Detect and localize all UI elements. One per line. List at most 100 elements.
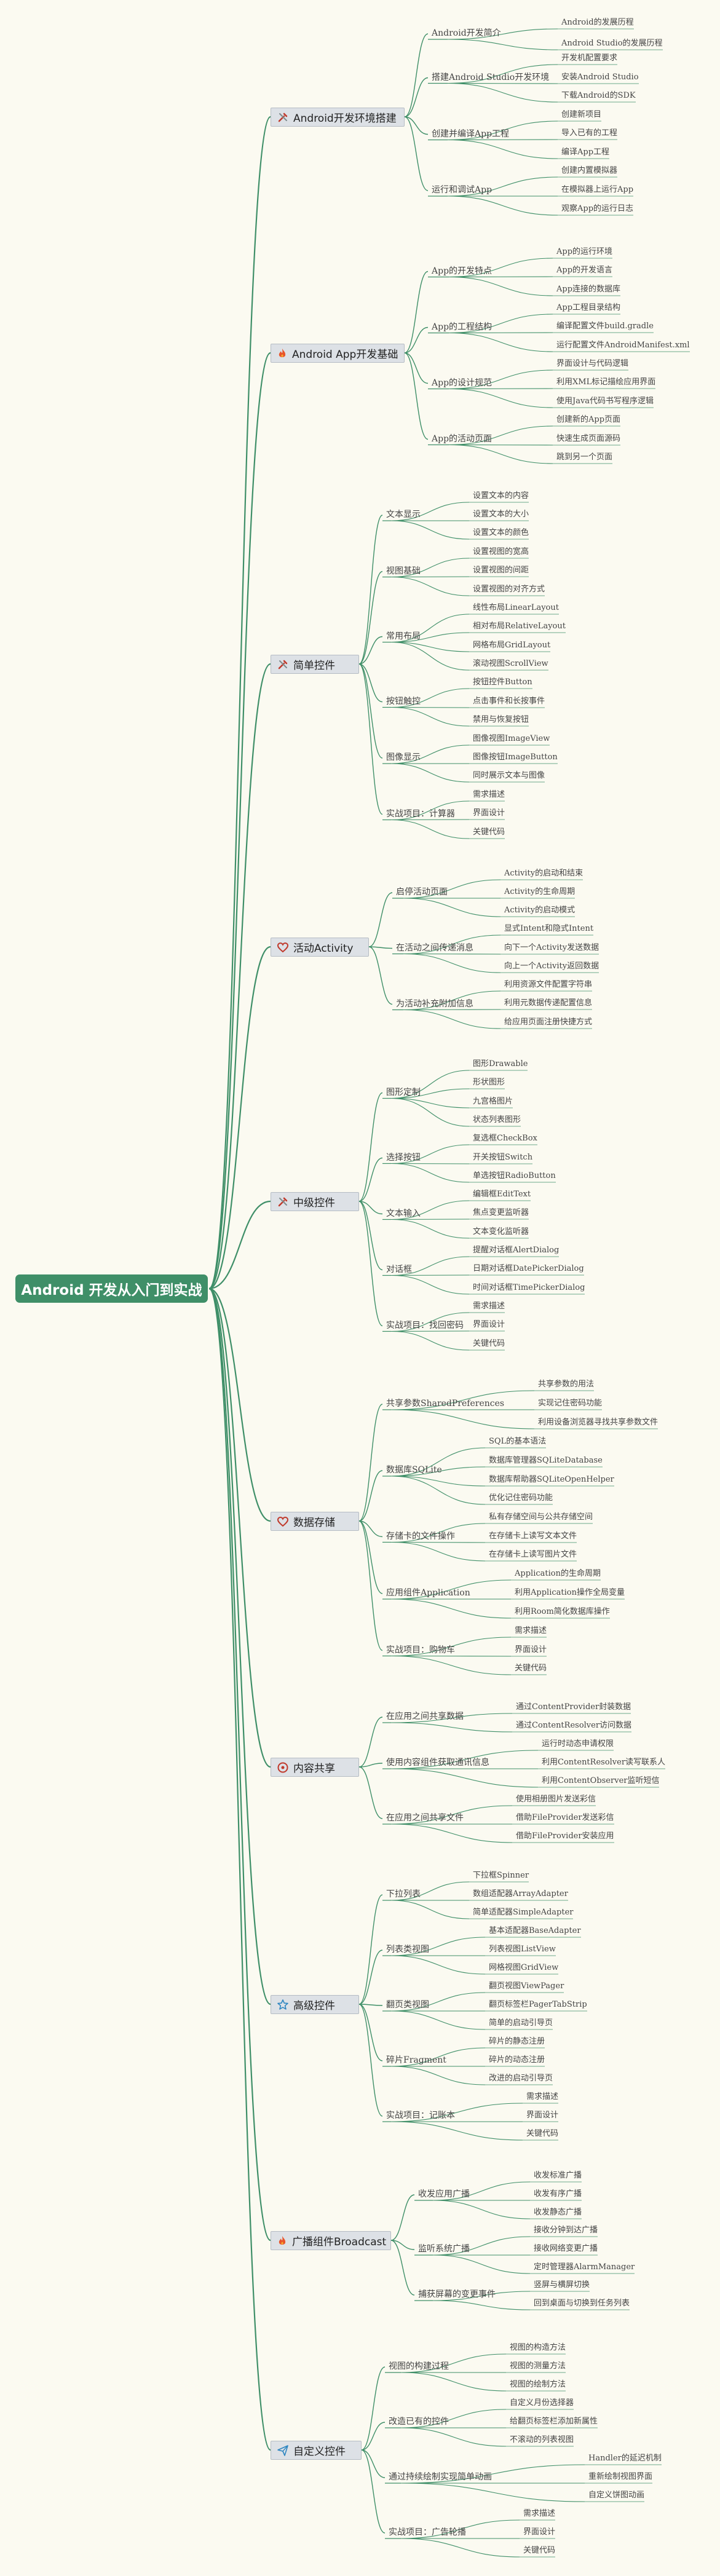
subtopic-node[interactable]: 捕获屏幕的变更事件 xyxy=(418,2290,496,2299)
leaf-node[interactable]: 点击事件和长按事件 xyxy=(473,697,545,706)
subtopic-node[interactable]: 收发应用广播 xyxy=(418,2189,470,2199)
subtopic-node[interactable]: 在活动之间传递消息 xyxy=(396,942,473,953)
branch-node[interactable]: 高级控件 xyxy=(271,1995,359,2014)
leaf-node[interactable]: 数据库管理器SQLiteDatabase xyxy=(489,1456,603,1465)
leaf-node[interactable]: 网格布局GridLayout xyxy=(473,641,551,650)
subtopic-node[interactable]: 按钮触控 xyxy=(386,696,421,706)
leaf-node[interactable]: 显式Intent和隐式Intent xyxy=(504,924,594,933)
leaf-node[interactable]: 回到桌面与切换到任务列表 xyxy=(534,2299,630,2308)
subtopic-node[interactable]: 视图的构建过程 xyxy=(389,2361,449,2371)
leaf-node[interactable]: 按钮控件Button xyxy=(473,678,532,687)
leaf-node[interactable]: 编译配置文件build.gradle xyxy=(556,322,654,331)
leaf-node[interactable]: 快速生成页面源码 xyxy=(556,434,621,443)
leaf-node[interactable]: 单选按钮RadioButton xyxy=(473,1171,556,1180)
leaf-node[interactable]: 滚动视图ScrollView xyxy=(473,659,548,668)
subtopic-node[interactable]: 列表类视图 xyxy=(386,1945,429,1954)
leaf-node[interactable]: 碎片的静态注册 xyxy=(489,2037,545,2046)
leaf-node[interactable]: 简单适配器SimpleAdapter xyxy=(473,1908,574,1917)
leaf-node[interactable]: 利用Application操作全局变量 xyxy=(515,1588,625,1597)
leaf-node[interactable]: 数据库帮助器SQLiteOpenHelper xyxy=(489,1475,614,1484)
leaf-node[interactable]: 借助FileProvider发送彩信 xyxy=(516,1813,614,1822)
subtopic-node[interactable]: 通过持续绘制实现简单动画 xyxy=(389,2472,492,2482)
leaf-node[interactable]: 关键代码 xyxy=(515,1664,547,1673)
leaf-node[interactable]: 文本变化监听器 xyxy=(473,1227,529,1236)
leaf-node[interactable]: 状态列表图形 xyxy=(473,1115,521,1124)
subtopic-node[interactable]: 搭建Android Studio开发环境 xyxy=(432,72,550,82)
subtopic-node[interactable]: 数据库SQLite xyxy=(386,1465,442,1475)
leaf-node[interactable]: 定时管理器AlarmManager xyxy=(534,2262,635,2272)
subtopic-node[interactable]: 在应用之间共享文件 xyxy=(386,1813,464,1823)
leaf-node[interactable]: 接收网络变更广播 xyxy=(534,2244,598,2253)
subtopic-node[interactable]: 创建并编译App工程 xyxy=(432,128,510,139)
leaf-node[interactable]: 导入已有的工程 xyxy=(561,128,618,138)
subtopic-node[interactable]: Android开发简介 xyxy=(432,28,501,38)
branch-node[interactable]: 简单控件 xyxy=(271,655,359,674)
subtopic-node[interactable]: App的工程结构 xyxy=(432,322,493,332)
subtopic-node[interactable]: 存储卡的文件操作 xyxy=(386,1531,455,1541)
leaf-node[interactable]: 界面设计 xyxy=(515,1645,547,1654)
leaf-node[interactable]: 借助FileProvider安装应用 xyxy=(516,1831,614,1841)
subtopic-node[interactable]: 实战项目：计算器 xyxy=(386,808,455,819)
subtopic-node[interactable]: 翻页类视图 xyxy=(386,2000,429,2010)
subtopic-node[interactable]: 实战项目：找回密码 xyxy=(386,1320,464,1330)
leaf-node[interactable]: 禁用与恢复按钮 xyxy=(473,715,529,724)
subtopic-node[interactable]: 对话框 xyxy=(386,1264,412,1274)
subtopic-node[interactable]: App的设计规范 xyxy=(432,377,493,388)
leaf-node[interactable]: Activity的生命周期 xyxy=(504,887,576,896)
leaf-node[interactable]: 重新绘制视图界面 xyxy=(588,2472,653,2481)
subtopic-node[interactable]: 运行和调试App xyxy=(432,185,493,195)
leaf-node[interactable]: 基本适配器BaseAdapter xyxy=(489,1926,581,1935)
subtopic-node[interactable]: 为活动补充附加信息 xyxy=(396,998,473,1009)
leaf-node[interactable]: Android Studio的发展历程 xyxy=(561,39,663,48)
leaf-node[interactable]: 数组适配器ArrayAdapter xyxy=(473,1889,568,1898)
leaf-node[interactable]: 使用相册图片发送彩信 xyxy=(516,1795,596,1804)
branch-node[interactable]: Android App开发基础 xyxy=(271,344,405,363)
leaf-node[interactable]: 利用XML标记描绘应用界面 xyxy=(556,377,656,387)
leaf-node[interactable]: 安装Android Studio xyxy=(561,73,639,82)
leaf-node[interactable]: 运行时动态申请权限 xyxy=(542,1739,614,1748)
leaf-node[interactable]: 编辑框EditText xyxy=(473,1190,531,1199)
leaf-node[interactable]: 创建新项目 xyxy=(561,110,602,119)
leaf-node[interactable]: 需求描述 xyxy=(526,2092,559,2101)
leaf-node[interactable]: 九宫格图片 xyxy=(473,1097,513,1106)
leaf-node[interactable]: 界面设计 xyxy=(526,2111,559,2120)
leaf-node[interactable]: 翻页标签栏PagerTabStrip xyxy=(489,2000,587,2009)
leaf-node[interactable]: Application的生命周期 xyxy=(515,1569,601,1578)
leaf-node[interactable]: 开关按钮Switch xyxy=(473,1153,533,1162)
leaf-node[interactable]: 不滚动的列表视图 xyxy=(510,2435,574,2444)
leaf-node[interactable]: 图形Drawable xyxy=(473,1059,528,1069)
leaf-node[interactable]: 使用Java代码书写程序逻辑 xyxy=(556,397,654,406)
leaf-node[interactable]: 自定义月份选择器 xyxy=(510,2398,574,2408)
leaf-node[interactable]: 跳到另一个页面 xyxy=(556,452,613,462)
leaf-node[interactable]: 提醒对话框AlertDialog xyxy=(473,1246,560,1255)
leaf-node[interactable]: 关键代码 xyxy=(523,2546,556,2555)
leaf-node[interactable]: 需求描述 xyxy=(473,1302,505,1311)
leaf-node[interactable]: 日期对话框DatePickerDialog xyxy=(473,1264,584,1273)
leaf-node[interactable]: 给应用页面注册快捷方式 xyxy=(504,1017,593,1027)
leaf-node[interactable]: 收发标准广播 xyxy=(534,2171,582,2180)
subtopic-node[interactable]: 监听系统广播 xyxy=(418,2244,470,2254)
leaf-node[interactable]: 向上一个Activity返回数据 xyxy=(504,962,599,971)
leaf-node[interactable]: 利用Room简化数据库操作 xyxy=(515,1607,610,1616)
branch-node[interactable]: 活动Activity xyxy=(271,938,369,957)
leaf-node[interactable]: 创建新的App页面 xyxy=(556,415,621,424)
leaf-node[interactable]: 相对布局RelativeLayout xyxy=(473,622,566,631)
subtopic-node[interactable]: 使用内容组件获取通讯信息 xyxy=(386,1758,489,1768)
branch-node[interactable]: 广播组件Broadcast xyxy=(271,2231,391,2250)
leaf-node[interactable]: 改进的启动引导页 xyxy=(489,2074,553,2083)
leaf-node[interactable]: 时间对话框TimePickerDialog xyxy=(473,1283,585,1292)
leaf-node[interactable]: Handler的延迟机制 xyxy=(588,2454,662,2463)
subtopic-node[interactable]: 碎片Fragment xyxy=(386,2055,446,2065)
leaf-node[interactable]: App工程目录结构 xyxy=(556,303,621,312)
subtopic-node[interactable]: 下拉列表 xyxy=(386,1889,421,1899)
subtopic-node[interactable]: App的活动页面 xyxy=(432,433,493,444)
leaf-node[interactable]: 翻页视图ViewPager xyxy=(489,1981,564,1991)
leaf-node[interactable]: 竖屏与横屏切换 xyxy=(534,2280,590,2290)
leaf-node[interactable]: App的开发语言 xyxy=(556,266,613,275)
leaf-node[interactable]: 收发静态广播 xyxy=(534,2208,582,2217)
branch-node[interactable]: 中级控件 xyxy=(271,1192,359,1211)
leaf-node[interactable]: 视图的构造方法 xyxy=(510,2343,566,2352)
leaf-node[interactable]: 设置文本的大小 xyxy=(473,510,529,519)
subtopic-node[interactable]: 视图基础 xyxy=(386,566,421,576)
branch-node[interactable]: 自定义控件 xyxy=(271,2441,362,2460)
